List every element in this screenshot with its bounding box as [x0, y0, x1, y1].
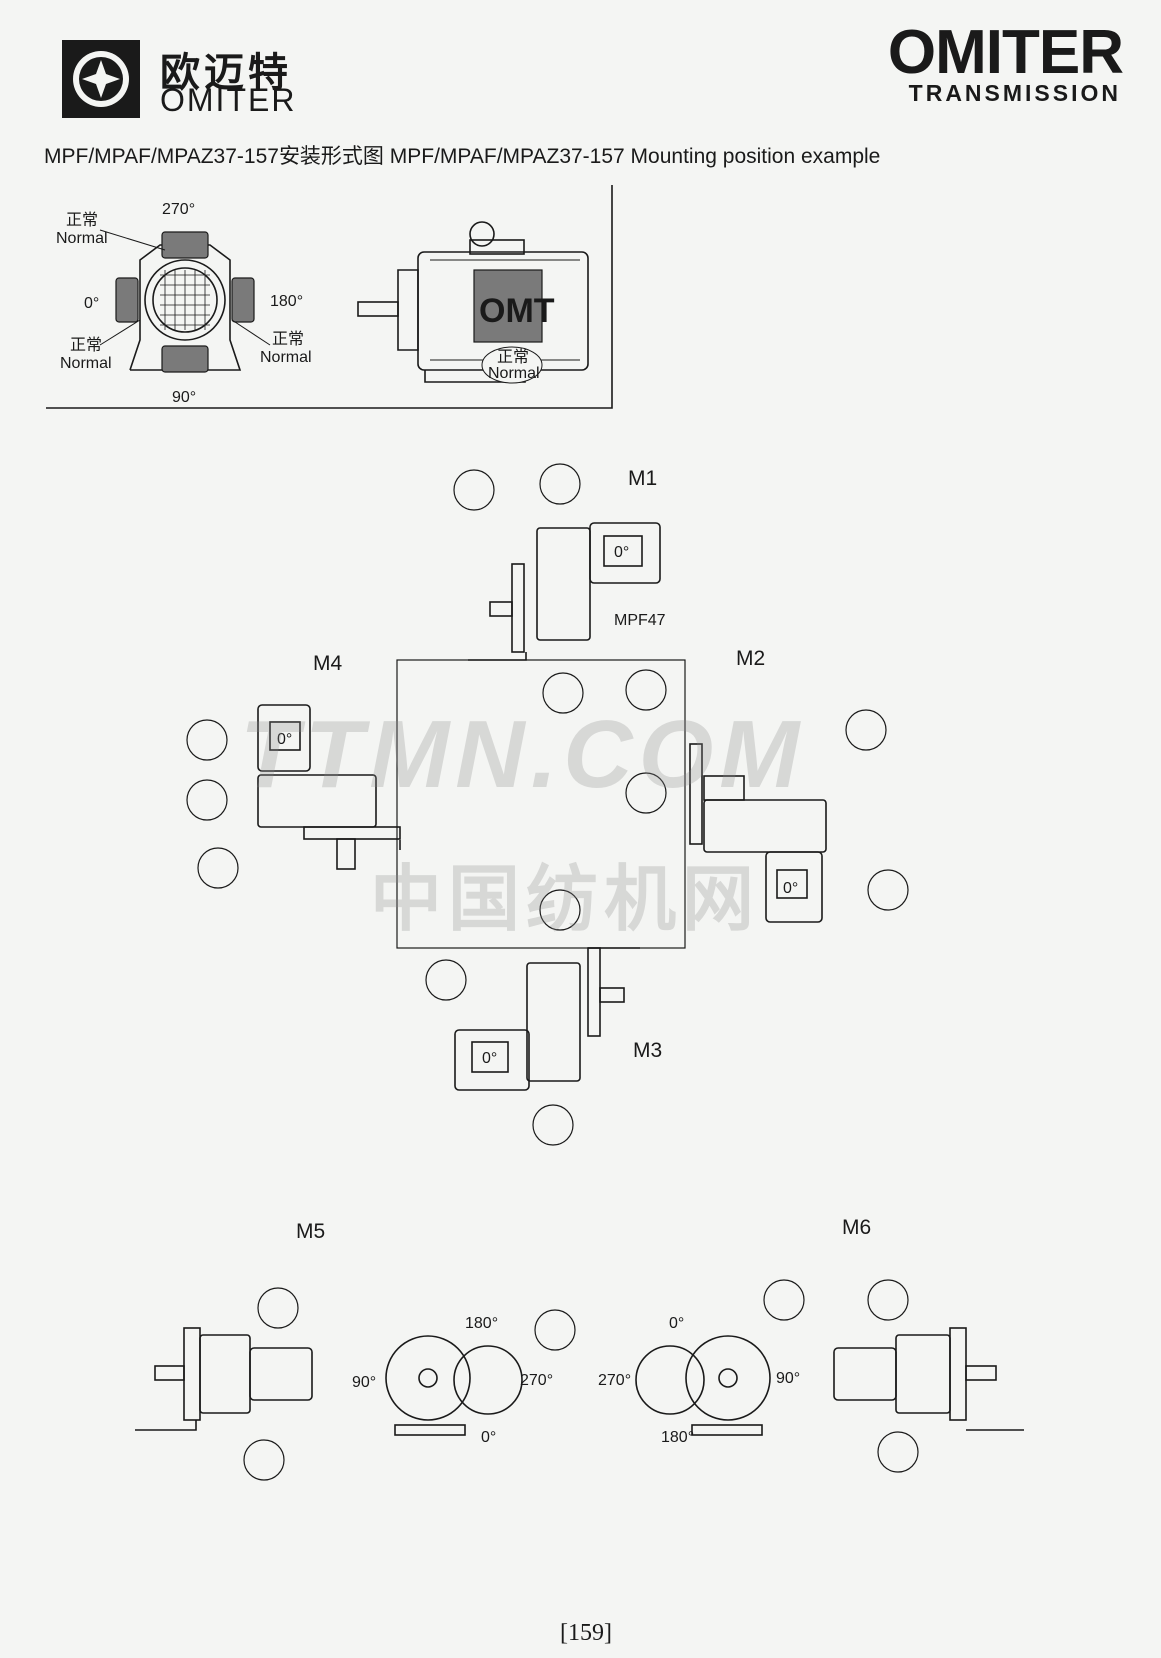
m2-gearmotor	[689, 743, 827, 923]
oil-symbol-icon	[763, 1279, 805, 1321]
m3-gearmotor	[454, 947, 640, 1091]
m3-label: M3	[633, 1039, 662, 1062]
m6-end-view	[635, 1335, 771, 1436]
normal-en-label-1: Normal	[56, 230, 108, 247]
oil-symbol-icon	[425, 959, 467, 1001]
normal-cn-label-1: 正常	[66, 211, 98, 229]
vent-symbol-icon	[539, 889, 581, 931]
terminal-box-180	[231, 277, 255, 323]
m2-label: M2	[736, 647, 765, 670]
drain-symbol-icon	[243, 1439, 285, 1481]
m4-gearmotor	[257, 704, 401, 870]
drain-symbol-icon	[542, 672, 584, 714]
drain-symbol-icon	[532, 1104, 574, 1146]
m5-side-view	[135, 1327, 313, 1431]
m1-terminal-angle: 0°	[614, 544, 629, 561]
brand-name-chinese: 欧迈特	[160, 49, 292, 96]
m5-angle-180: 180°	[465, 1315, 498, 1332]
oil-symbol-icon	[534, 1309, 576, 1351]
terminal-box-270	[161, 231, 209, 259]
normal-en-label-3: Normal	[260, 349, 312, 366]
model-label: MPF47	[614, 612, 666, 629]
drain-symbol-icon	[867, 869, 909, 911]
drain-symbol-icon	[877, 1431, 919, 1473]
big-brand-logo: OMITER	[887, 18, 1124, 87]
m6-angle-90: 90°	[776, 1370, 800, 1387]
angle-270-label: 270°	[162, 201, 195, 218]
vent-symbol-icon	[867, 1279, 909, 1321]
vent-symbol-icon	[539, 463, 581, 505]
watermark-cn: 中国纺机网	[370, 860, 761, 940]
m4-label: M4	[313, 652, 342, 675]
m4-terminal-angle: 0°	[277, 731, 292, 748]
m6-angle-180: 180°	[661, 1429, 694, 1446]
watermark-url: TTMN.COM	[240, 701, 806, 808]
page-title: MPF/MPAF/MPAZ37-157安装形式图 MPF/MPAF/MPAZ37…	[44, 145, 881, 168]
m6-angle-270: 270°	[598, 1372, 631, 1389]
omt-terminal-box	[473, 269, 543, 343]
m5-label: M5	[296, 1220, 325, 1243]
oil-symbol-icon	[625, 669, 667, 711]
normal-cn-label-2: 正常	[70, 336, 102, 354]
mounting-wall	[396, 659, 686, 949]
angle-180-label: 180°	[270, 293, 303, 310]
m5-angle-270: 270°	[520, 1372, 553, 1389]
page-number: [159]	[560, 1620, 612, 1646]
vent-symbol-icon	[845, 709, 887, 751]
normal-cn-label-4: 正常	[497, 348, 529, 366]
oil-symbol-icon	[186, 779, 228, 821]
normal-cn-label-3: 正常	[272, 330, 304, 348]
m3-terminal-angle: 0°	[482, 1050, 497, 1067]
angle-90-label: 90°	[172, 389, 196, 406]
oil-symbol-icon	[625, 772, 667, 814]
m5-angle-90: 90°	[352, 1374, 376, 1391]
oil-symbol-icon	[453, 469, 495, 511]
m1-label: M1	[628, 467, 657, 490]
m6-label: M6	[842, 1216, 871, 1239]
m2-terminal-angle: 0°	[783, 880, 798, 897]
m6-angle-0: 0°	[669, 1315, 684, 1332]
brand-subtitle: TRANSMISSION	[908, 80, 1121, 106]
vent-symbol-icon	[257, 1287, 299, 1329]
normal-en-label-2: Normal	[60, 355, 112, 372]
normal-en-label-4: Normal	[488, 365, 540, 382]
m5-end-view	[385, 1335, 523, 1436]
angle-0-label: 0°	[84, 295, 99, 312]
m6-side-view	[833, 1327, 1024, 1431]
terminal-box-90	[161, 345, 209, 373]
terminal-box-0	[115, 277, 139, 323]
omt-brand-label: OMT	[479, 292, 555, 330]
m5-angle-0: 0°	[481, 1429, 496, 1446]
omiter-logo-icon	[62, 40, 140, 118]
vent-symbol-icon	[186, 719, 228, 761]
drain-symbol-icon	[197, 847, 239, 889]
m1-gearmotor	[468, 522, 661, 661]
brand-name-english: OMITER	[160, 82, 297, 118]
